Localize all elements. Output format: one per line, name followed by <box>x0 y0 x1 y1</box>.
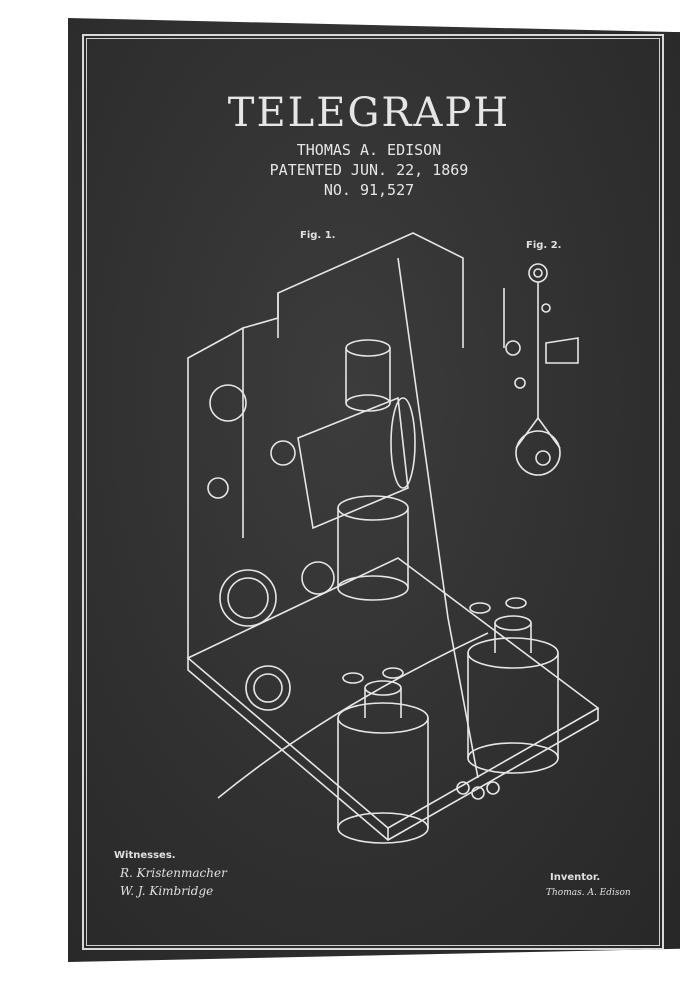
witness-signature-1: R. Kristenmacher <box>120 866 227 880</box>
witness-signature-2: W. J. Kimbridge <box>120 884 214 898</box>
inventor-label: Inventor. <box>550 872 601 883</box>
fig2-label: Fig. 2. <box>526 240 562 251</box>
telegraph-drawing <box>186 232 600 844</box>
witnesses-label: Witnesses. <box>114 850 176 861</box>
patent-number: NO. 91,527 <box>323 181 415 199</box>
inventor-signature: Thomas. A. Edison <box>546 888 631 898</box>
inventor-name: THOMAS A. EDISON <box>296 141 442 159</box>
blueprint-border <box>82 34 664 950</box>
patent-date: PATENTED JUN. 22, 1869 <box>269 161 469 179</box>
patent-title: TELEGRAPH <box>227 90 511 136</box>
fig1-label: Fig. 1. <box>300 230 336 241</box>
canvas-print: TELEGRAPH THOMAS A. EDISON PATENTED JUN.… <box>68 18 680 962</box>
